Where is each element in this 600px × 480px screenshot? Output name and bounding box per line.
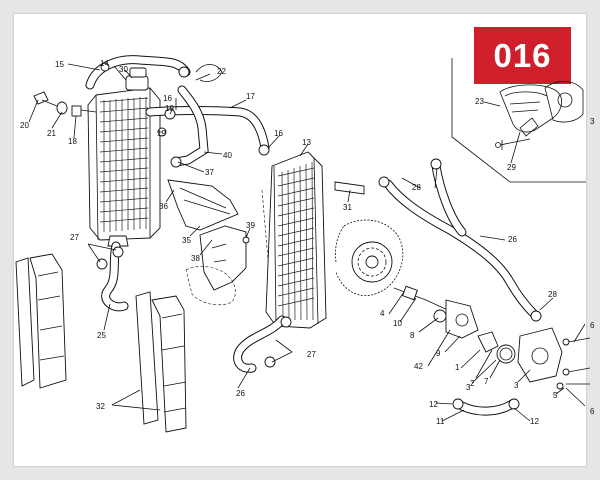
lower-left-hose: [96, 241, 129, 312]
callout-6b: 6: [590, 407, 595, 416]
callout-3b: 3: [466, 383, 471, 392]
left-radiator: [87, 67, 161, 247]
callout-29b: 28: [548, 290, 557, 299]
callout-23: 22: [217, 67, 226, 76]
callout-4: 4: [380, 309, 385, 318]
water-pump-assembly: [393, 285, 591, 390]
callout-3: 3: [514, 381, 519, 390]
page-code-badge: 016: [474, 27, 571, 84]
callout-20: 20: [20, 121, 29, 130]
callout-11: 11: [436, 417, 445, 426]
callout-10: 10: [393, 319, 402, 328]
callout-40: 40: [223, 151, 232, 160]
callout-labels: 15 14 30 22 17 16 19 20 21 18 19 16 13 4…: [20, 59, 595, 426]
callout-9: 9: [436, 349, 441, 358]
callout-31: 30: [119, 65, 128, 74]
callout-32: 31: [343, 203, 352, 212]
callout-19: 19: [165, 104, 174, 113]
callout-37: 37: [205, 168, 214, 177]
callout-12a: 12: [429, 400, 438, 409]
callout-39: 39: [246, 221, 255, 230]
callout-21: 21: [47, 129, 56, 138]
callout-30: 29: [507, 163, 516, 172]
callout-25: 23: [475, 97, 484, 106]
callout-15: 15: [55, 60, 64, 69]
inset-detail: [451, 58, 586, 183]
lower-center-hose: [233, 315, 292, 373]
callout-16a: 16: [163, 94, 172, 103]
bottom-hose: [452, 398, 520, 416]
callout-36: 36: [159, 202, 168, 211]
right-long-hose: [378, 158, 542, 322]
callout-12b: 12: [530, 417, 539, 426]
callout-3c: 3: [590, 117, 595, 126]
seal-strip: [334, 181, 365, 195]
callout-13: 13: [302, 138, 311, 147]
callout-35: 35: [182, 236, 191, 245]
callout-8: 8: [410, 331, 415, 340]
callout-6a: 6: [590, 321, 595, 330]
callout-14: 14: [100, 59, 109, 68]
callout-16b: 16: [274, 129, 283, 138]
callout-1: 1: [455, 363, 460, 372]
callout-29a: 28: [412, 183, 421, 192]
callout-28b: 27: [307, 350, 316, 359]
sprocket-and-chain: [335, 219, 404, 297]
callout-2: 2: [470, 379, 475, 388]
callout-19b: 19: [157, 129, 166, 138]
center-radiator: [261, 151, 327, 329]
callout-42: 42: [414, 362, 423, 371]
left-upper-hoses: [85, 55, 270, 168]
callout-5: 5: [553, 391, 558, 400]
callout-22: 26: [508, 235, 517, 244]
callout-28a: 27: [70, 233, 79, 242]
leader-lines: [28, 63, 586, 422]
callout-17: 17: [246, 92, 255, 101]
callout-33: 32: [96, 402, 105, 411]
callout-38: 38: [191, 254, 200, 263]
callout-7: 7: [484, 377, 489, 386]
callout-26: 25: [97, 331, 106, 340]
radiator-side-panels: [15, 253, 187, 433]
radiator-shroud: [167, 179, 250, 306]
callout-18: 18: [68, 137, 77, 146]
callout-27: 26: [236, 389, 245, 398]
